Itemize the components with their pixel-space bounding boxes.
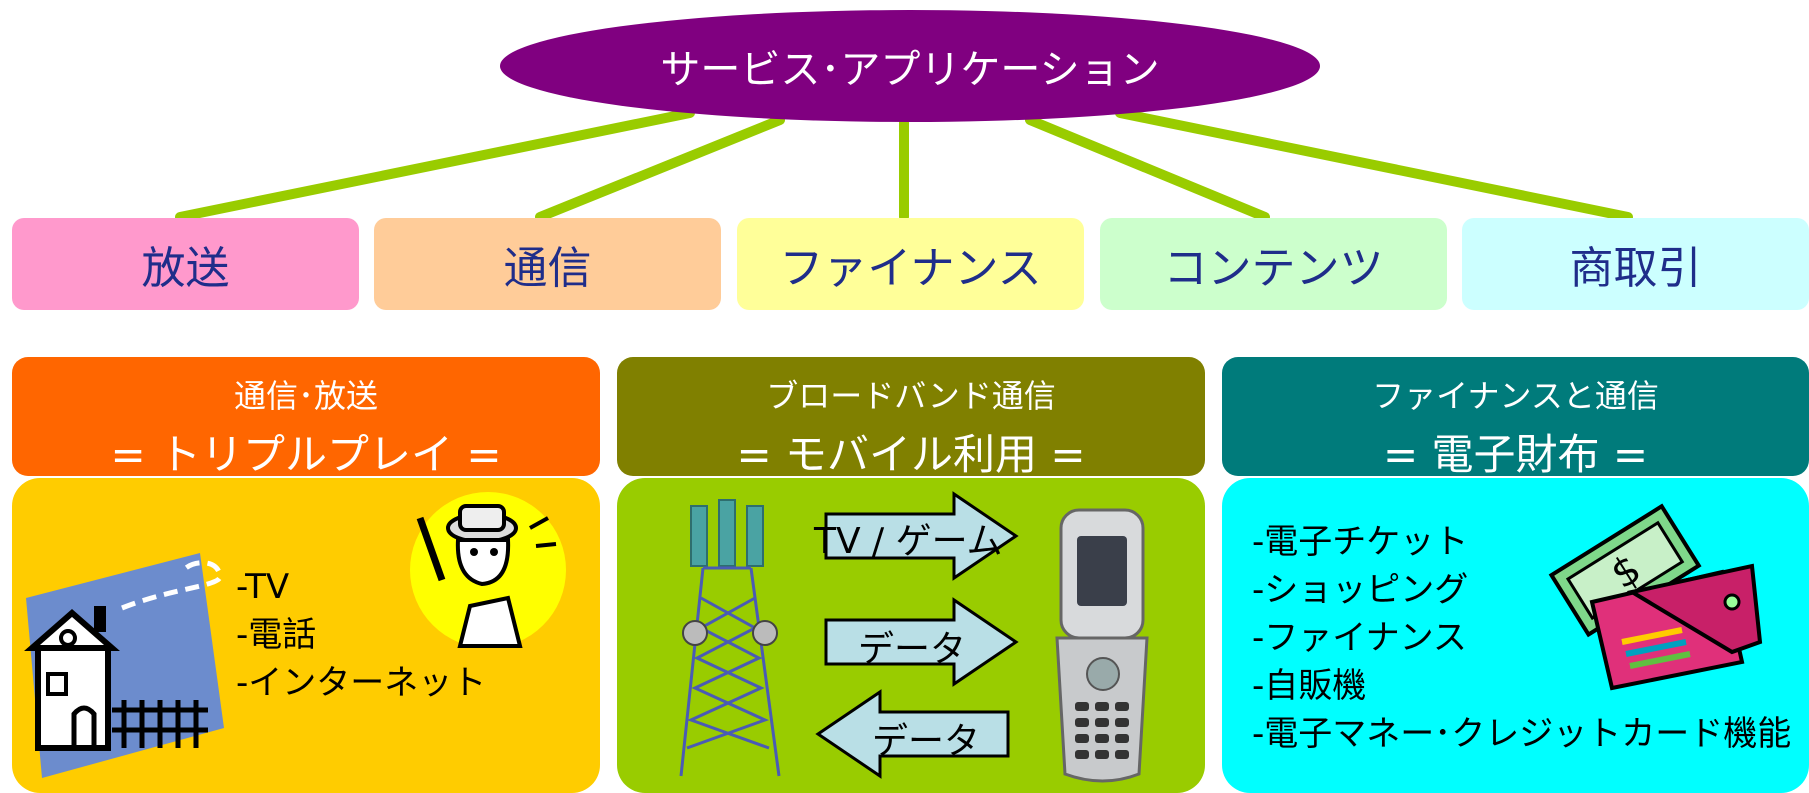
list-item: -ファイナンス	[1252, 618, 1467, 658]
mobile-phone-icon	[1055, 508, 1149, 783]
category-contents: コンテンツ	[1100, 218, 1447, 310]
category-finance: ファイナンス	[737, 218, 1084, 310]
list-item: -TV	[236, 567, 290, 607]
connector-line	[175, 108, 695, 222]
list-item: -電子チケット	[1252, 522, 1469, 562]
list-item: -電子マネー･クレジットカード機能	[1252, 714, 1792, 754]
category-label: 通信	[503, 243, 592, 294]
connector-line	[535, 115, 785, 222]
root-node: サービス･アプリケーション	[500, 10, 1320, 122]
list-item: -インターネット	[236, 663, 487, 703]
wallet-icon: $	[1548, 503, 1763, 691]
list-item: -自販機	[1252, 666, 1367, 706]
arrow-right-data: データ	[822, 596, 1022, 692]
category-commerce: 商取引	[1462, 218, 1809, 310]
e-wallet-list: -電子チケット -ショッピング -ファイナンス -自販機 -電子マネー･クレジッ…	[1252, 518, 1791, 758]
arrow-label: データ	[858, 629, 967, 670]
antenna-tower-icon	[679, 499, 781, 777]
panel-body-triple-play: -TV -電話 -インターネット	[12, 478, 600, 793]
arrow-label: TV / ゲーム	[814, 521, 1003, 562]
panel-header-triple-play: 通信･放送 = トリプルプレイ =	[12, 357, 600, 479]
panel-title: = 電子財布 =	[1382, 430, 1649, 479]
arrow-right-icon	[824, 597, 1019, 687]
panel-subtitle: ブロードバンド通信	[766, 377, 1056, 415]
category-label: 放送	[141, 243, 230, 294]
category-communication: 通信	[374, 218, 721, 310]
arrow-right-icon	[824, 491, 1019, 581]
panel-header-mobile: ブロードバンド通信 = モバイル利用 =	[617, 357, 1205, 479]
triple-play-list: -TV -電話 -インターネット	[236, 563, 486, 707]
list-item: -ショッピング	[1252, 570, 1469, 610]
panel-header-e-wallet: ファイナンスと通信 = 電子財布 =	[1222, 357, 1809, 479]
category-broadcast: 放送	[12, 218, 359, 310]
house-icon	[24, 553, 224, 778]
panel-body-e-wallet: $ -電子チケット -ショッピング -ファイナンス -自販機 -電子マネー･クレ…	[1222, 478, 1809, 793]
panel-subtitle: 通信･放送	[233, 377, 378, 415]
arrow-left-data: データ	[812, 688, 1012, 784]
panel-title: = トリプルプレイ =	[110, 430, 502, 479]
panel-subtitle: ファイナンスと通信	[1372, 377, 1659, 415]
category-label: ファイナンス	[779, 243, 1042, 294]
panel-body-mobile: TV / ゲーム データ データ	[617, 478, 1205, 793]
arrow-left-icon	[815, 689, 1010, 779]
panel-title: = モバイル利用 =	[736, 430, 1086, 479]
root-label: サービス･アプリケーション	[660, 47, 1160, 93]
connector-line	[1115, 108, 1633, 222]
category-label: 商取引	[1569, 243, 1702, 294]
category-label: コンテンツ	[1163, 243, 1384, 294]
person-phone-icon	[410, 492, 566, 648]
connector-line	[1025, 115, 1270, 222]
list-item: -電話	[236, 615, 317, 655]
arrow-right-tv-game: TV / ゲーム	[814, 490, 1022, 586]
arrow-label: データ	[872, 721, 981, 762]
